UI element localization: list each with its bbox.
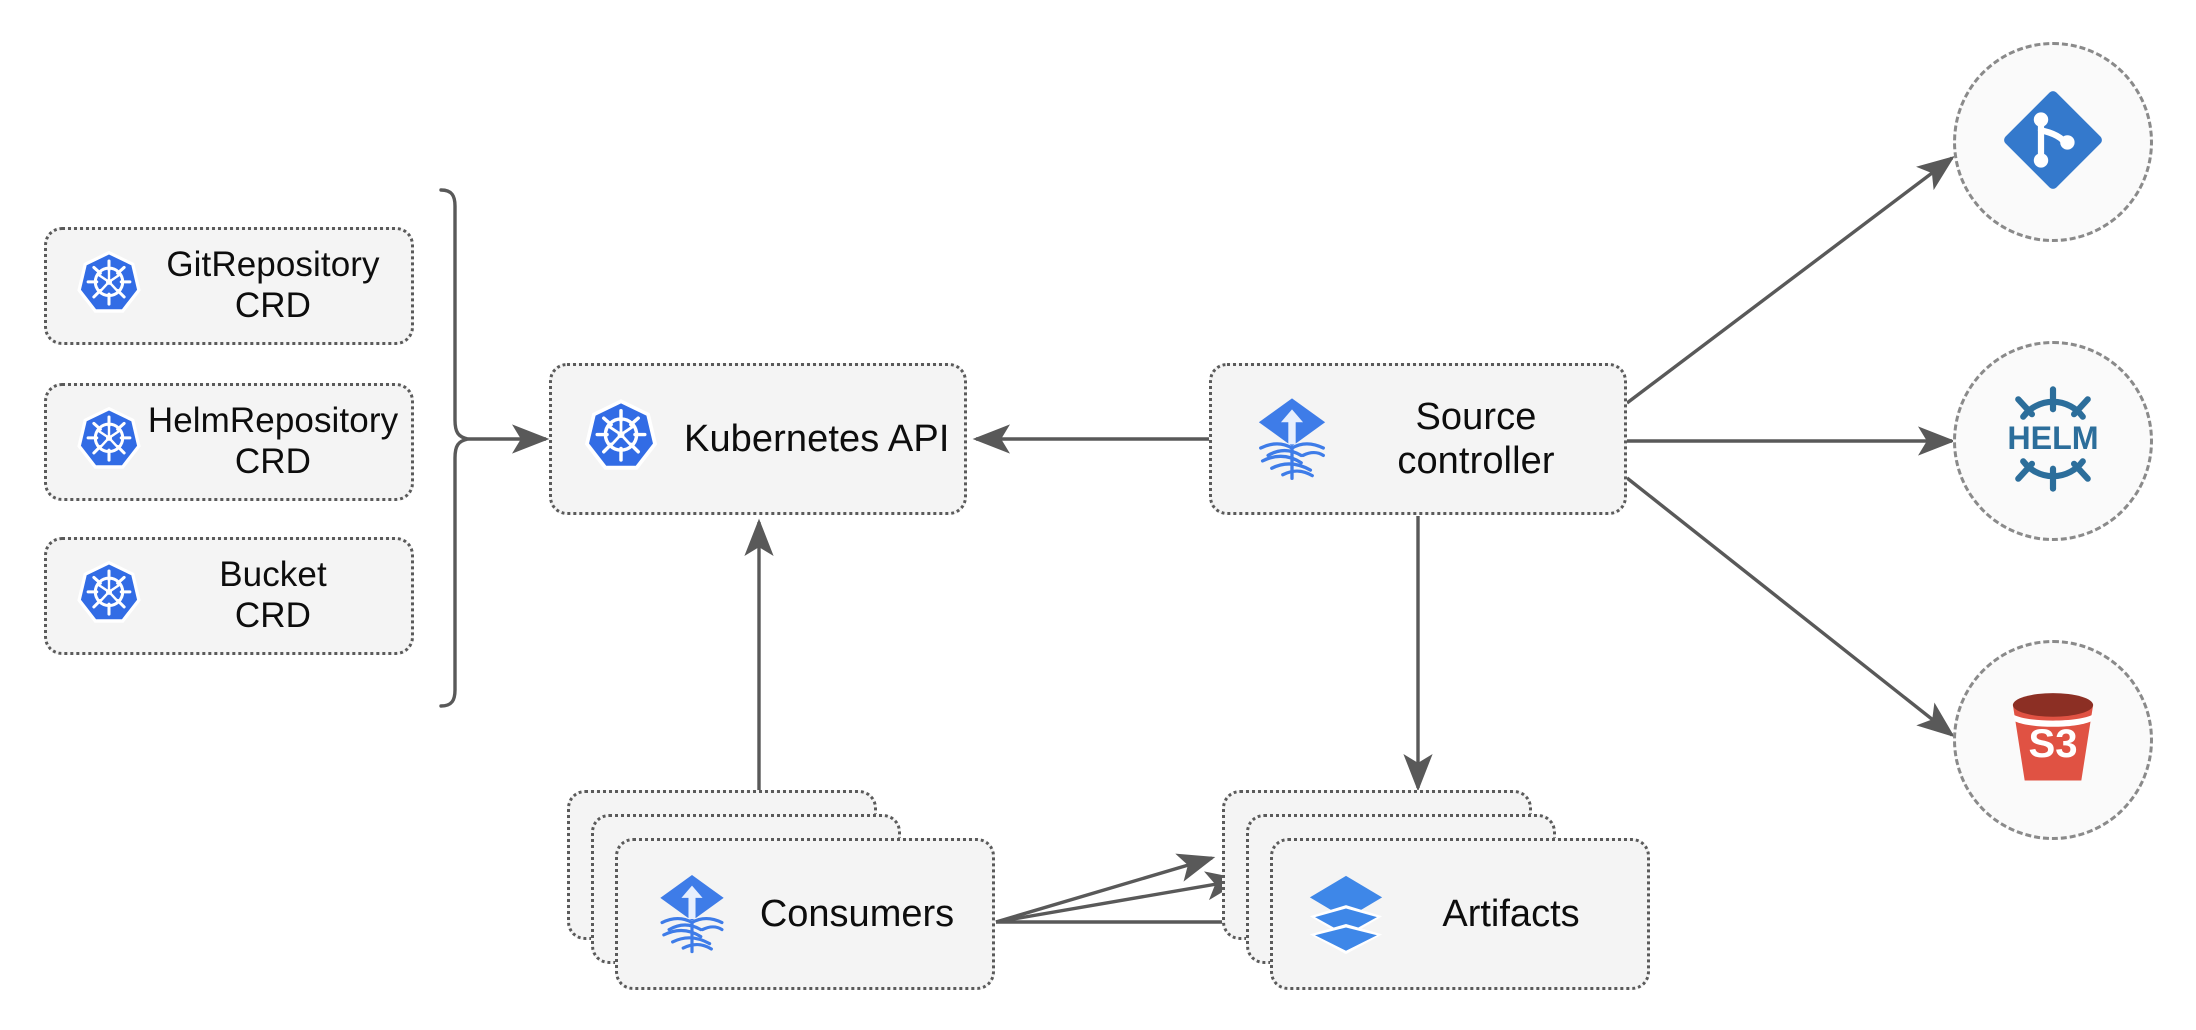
crd-card-bucket[interactable]: Bucket CRD (44, 537, 414, 655)
kubernetes-icon (73, 558, 145, 635)
crd-label: Bucket CRD (219, 555, 327, 635)
source-controller-label: Source controller (1397, 395, 1555, 482)
artifacts-node[interactable]: Artifacts (1270, 838, 1650, 990)
s3-target-circle[interactable]: S3 (1953, 640, 2153, 840)
git-icon (1993, 80, 2113, 205)
s3-icon: S3 (1994, 679, 2112, 802)
kubernetes-api-node[interactable]: Kubernetes API (549, 363, 967, 515)
artifacts-stack[interactable]: Artifacts (1222, 790, 1650, 1000)
s3-wordmark: S3 (2028, 720, 2077, 765)
helm-wordmark: HELM (2007, 419, 2098, 455)
crd-label: HelmRepository CRD (147, 401, 399, 481)
crd-card-gitrepository[interactable]: GitRepository CRD (44, 227, 414, 345)
artifacts-label: Artifacts (1442, 892, 1580, 935)
edge-source-controller-to-s3 (1625, 476, 1955, 738)
kubernetes-icon (73, 404, 145, 481)
layers-icon (1303, 869, 1389, 960)
edge-consumers-to-artifacts-top (995, 853, 1216, 924)
flux-icon (648, 868, 736, 961)
crd-group-brace (439, 188, 469, 708)
source-controller-node[interactable]: Source controller (1209, 363, 1627, 515)
kubernetes-icon (73, 248, 145, 325)
helm-icon: HELM (1991, 377, 2115, 506)
consumers-stack[interactable]: Consumers (567, 790, 995, 1000)
crd-card-helmrepository[interactable]: HelmRepository CRD (44, 383, 414, 501)
kubernetes-api-label: Kubernetes API (684, 417, 950, 460)
git-target-circle[interactable] (1953, 42, 2153, 242)
consumers-label: Consumers (759, 892, 955, 935)
helm-target-circle[interactable]: HELM (1953, 341, 2153, 541)
flux-icon (1246, 391, 1338, 488)
crd-label: GitRepository CRD (166, 245, 380, 325)
kubernetes-icon (580, 396, 662, 483)
consumers-node[interactable]: Consumers (615, 838, 995, 990)
edge-source-controller-to-git (1625, 155, 1955, 405)
edge-consumers-to-artifacts-middle (995, 871, 1244, 924)
